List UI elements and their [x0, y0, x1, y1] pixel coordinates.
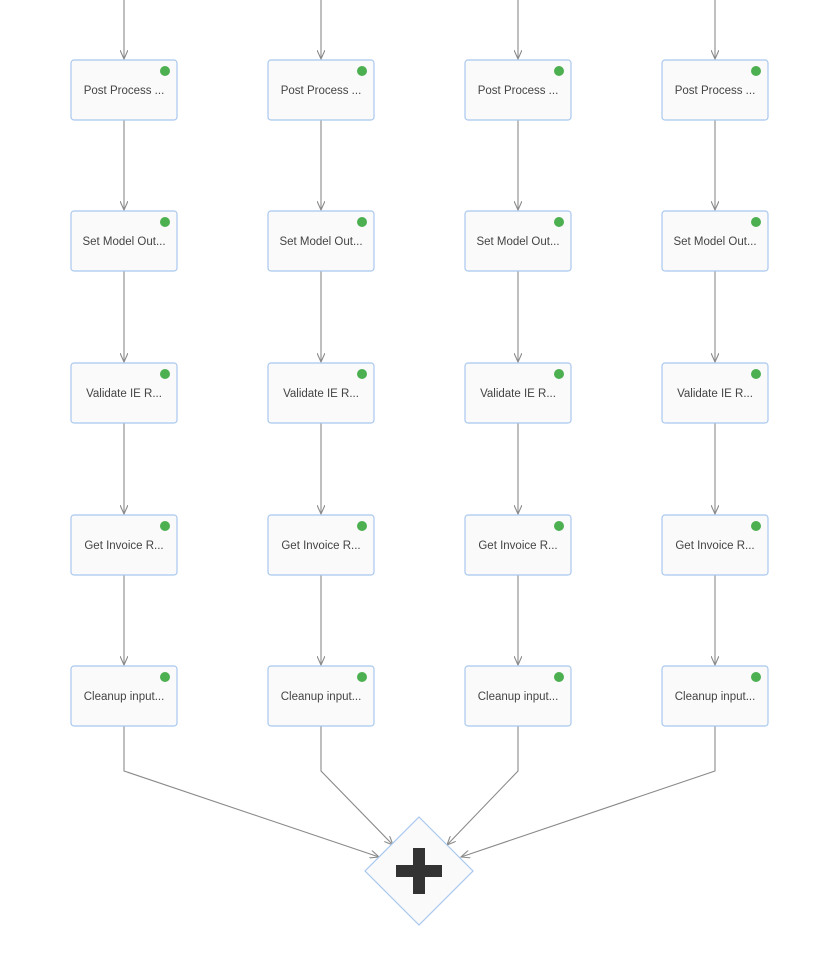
task-node-box[interactable] — [661, 59, 769, 121]
task-node-label: Get Invoice R... — [478, 540, 557, 552]
status-dot-icon — [357, 66, 367, 76]
join-edge-arrow — [320, 726, 393, 845]
task-node-box[interactable] — [661, 362, 769, 424]
task-node[interactable]: Post Process ... — [70, 59, 178, 121]
task-node-label: Set Model Out... — [673, 236, 756, 248]
task-node[interactable]: Set Model Out... — [464, 210, 572, 272]
status-dot-icon — [357, 369, 367, 379]
status-dot-icon — [357, 217, 367, 227]
status-dot-icon — [160, 672, 170, 682]
task-node-label: Get Invoice R... — [84, 540, 163, 552]
task-node-box[interactable] — [70, 210, 178, 272]
status-dot-icon — [160, 217, 170, 227]
join-gateway[interactable] — [364, 816, 474, 926]
task-node-label: Validate IE R... — [283, 388, 359, 400]
task-node-label: Post Process ... — [675, 85, 756, 97]
task-node-box[interactable] — [267, 210, 375, 272]
task-node[interactable]: Get Invoice R... — [267, 514, 375, 576]
plus-icon — [396, 848, 442, 894]
status-dot-icon — [554, 369, 564, 379]
task-node-box[interactable] — [464, 210, 572, 272]
edges-layer — [124, 0, 715, 857]
status-dot-icon — [554, 217, 564, 227]
task-node[interactable]: Set Model Out... — [661, 210, 769, 272]
task-node-box[interactable] — [70, 665, 178, 727]
task-node[interactable]: Get Invoice R... — [464, 514, 572, 576]
status-dot-icon — [554, 66, 564, 76]
status-dot-icon — [160, 521, 170, 531]
status-dot-icon — [751, 672, 761, 682]
task-node-box[interactable] — [70, 362, 178, 424]
task-node-box[interactable] — [267, 362, 375, 424]
task-node-label: Set Model Out... — [82, 236, 165, 248]
task-node-label: Post Process ... — [281, 85, 362, 97]
task-node-label: Cleanup input... — [281, 691, 362, 703]
task-node-box[interactable] — [70, 514, 178, 576]
task-node-box[interactable] — [464, 665, 572, 727]
task-node[interactable]: Get Invoice R... — [70, 514, 178, 576]
status-dot-icon — [160, 66, 170, 76]
task-node[interactable]: Cleanup input... — [661, 665, 769, 727]
status-dot-icon — [751, 217, 761, 227]
task-node-label: Get Invoice R... — [675, 540, 754, 552]
task-node-box[interactable] — [267, 665, 375, 727]
task-node-box[interactable] — [661, 665, 769, 727]
task-node-box[interactable] — [267, 59, 375, 121]
task-node[interactable]: Cleanup input... — [70, 665, 178, 727]
task-node-box[interactable] — [464, 362, 572, 424]
status-dot-icon — [357, 672, 367, 682]
status-dot-icon — [751, 66, 761, 76]
status-dot-icon — [554, 521, 564, 531]
status-dot-icon — [751, 521, 761, 531]
join-edge-arrow — [123, 726, 379, 857]
task-node-label: Set Model Out... — [476, 236, 559, 248]
task-node-label: Set Model Out... — [279, 236, 362, 248]
task-node-label: Validate IE R... — [480, 388, 556, 400]
task-node-box[interactable] — [70, 59, 178, 121]
task-node-box[interactable] — [267, 514, 375, 576]
task-node[interactable]: Post Process ... — [661, 59, 769, 121]
status-dot-icon — [357, 521, 367, 531]
task-node-label: Post Process ... — [478, 85, 559, 97]
task-node[interactable]: Validate IE R... — [70, 362, 178, 424]
task-node-label: Validate IE R... — [86, 388, 162, 400]
task-node-label: Cleanup input... — [84, 691, 165, 703]
task-node-label: Get Invoice R... — [281, 540, 360, 552]
task-node-box[interactable] — [661, 210, 769, 272]
task-node[interactable]: Cleanup input... — [267, 665, 375, 727]
join-edge-arrow — [447, 726, 519, 845]
task-node-box[interactable] — [464, 514, 572, 576]
task-node-label: Cleanup input... — [675, 691, 756, 703]
join-edge-arrow — [461, 726, 716, 857]
task-node[interactable]: Cleanup input... — [464, 665, 572, 727]
status-dot-icon — [751, 369, 761, 379]
status-dot-icon — [554, 672, 564, 682]
task-node-box[interactable] — [661, 514, 769, 576]
task-node-label: Post Process ... — [84, 85, 165, 97]
task-node[interactable]: Set Model Out... — [267, 210, 375, 272]
nodes-layer: Post Process ... Set Model Out... Validate… — [70, 59, 769, 727]
task-node[interactable]: Validate IE R... — [661, 362, 769, 424]
task-node[interactable]: Validate IE R... — [464, 362, 572, 424]
task-node[interactable]: Validate IE R... — [267, 362, 375, 424]
task-node-box[interactable] — [464, 59, 572, 121]
task-node[interactable]: Get Invoice R... — [661, 514, 769, 576]
task-node-label: Cleanup input... — [478, 691, 559, 703]
task-node[interactable]: Post Process ... — [464, 59, 572, 121]
task-node[interactable]: Post Process ... — [267, 59, 375, 121]
task-node-label: Validate IE R... — [677, 388, 753, 400]
task-node[interactable]: Set Model Out... — [70, 210, 178, 272]
status-dot-icon — [160, 369, 170, 379]
